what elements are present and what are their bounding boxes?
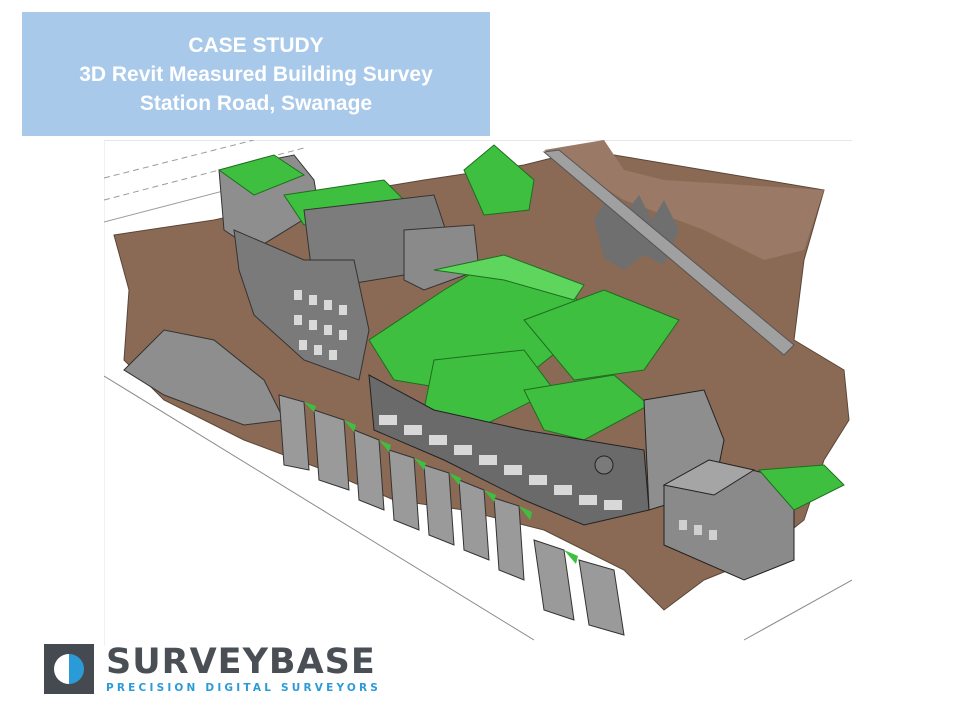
boundary-wall (542, 149, 795, 356)
detached-roof-top (662, 459, 756, 496)
rear-yard (544, 140, 824, 260)
east-roof-green (523, 289, 680, 381)
surveybase-logo: SURVEYBASE PRECISION DIGITAL SURVEYORS (44, 642, 381, 696)
detached-roof-green (757, 464, 845, 511)
rear-roof-green (217, 154, 306, 196)
rear-roof-green (463, 144, 535, 216)
corner-roof-green (523, 374, 650, 441)
detached-windows (679, 520, 717, 540)
tree-cluster (594, 195, 679, 270)
window-grid (294, 290, 347, 360)
revit-3d-model-image (104, 140, 852, 646)
case-study-label: CASE STUDY (188, 33, 324, 57)
middle-roof-green (423, 349, 555, 426)
road-edge-line (104, 375, 535, 641)
sawtooth-roof-caps (304, 402, 578, 564)
shopfront-windows (379, 415, 622, 510)
sawtooth-facades (278, 394, 625, 636)
location-title: Station Road, Swanage (139, 91, 373, 115)
left-curved-facade (123, 329, 285, 426)
road-edge-line (104, 140, 255, 179)
brand-tagline: PRECISION DIGITAL SURVEYORS (106, 681, 382, 694)
corner-turret (594, 455, 614, 475)
terrace-front-wall (233, 229, 370, 381)
survey-type-title: 3D Revit Measured Building Survey (79, 62, 433, 86)
surveybase-logo-icon (44, 644, 94, 694)
road-edge-line (743, 579, 852, 641)
brand-name: SURVEYBASE (106, 641, 376, 682)
main-roof-ridge (433, 254, 585, 301)
case-study-title-box: CASE STUDY 3D Revit Measured Building Su… (22, 12, 490, 136)
building-model-illustration (104, 140, 852, 646)
